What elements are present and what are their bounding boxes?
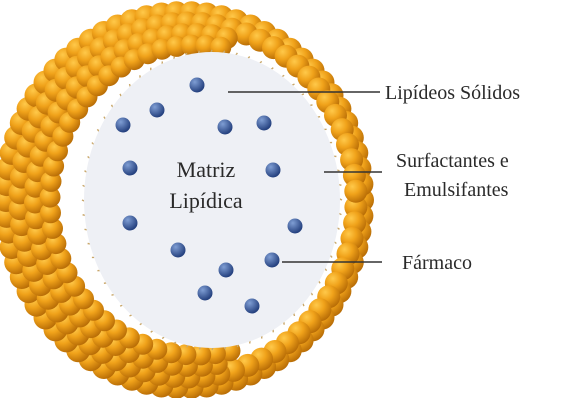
drug-particle — [171, 243, 186, 258]
drug-particle — [218, 120, 233, 135]
lipid-head-bead — [344, 180, 367, 203]
drug-particle — [288, 219, 303, 234]
drug-particle — [150, 103, 165, 118]
callout-surfactants-line1: Surfactantes e — [396, 150, 509, 172]
drug-particle — [123, 216, 138, 231]
matrix-label-line2: Lipídica — [169, 188, 243, 213]
drug-particle — [190, 78, 205, 93]
drug-particle — [257, 116, 272, 131]
drug-particle — [265, 253, 280, 268]
callout-surfactants-line2: Emulsifantes — [404, 179, 509, 201]
matrix-label-line1: Matriz — [177, 157, 236, 182]
callout-solid-lipids: Lipídeos Sólidos — [385, 82, 520, 104]
drug-particle — [266, 163, 281, 178]
drug-particle — [198, 286, 213, 301]
callout-drug: Fármaco — [402, 252, 472, 274]
drug-particle — [123, 161, 138, 176]
drug-particle — [116, 118, 131, 133]
drug-particle — [245, 299, 260, 314]
drug-particle — [219, 263, 234, 278]
